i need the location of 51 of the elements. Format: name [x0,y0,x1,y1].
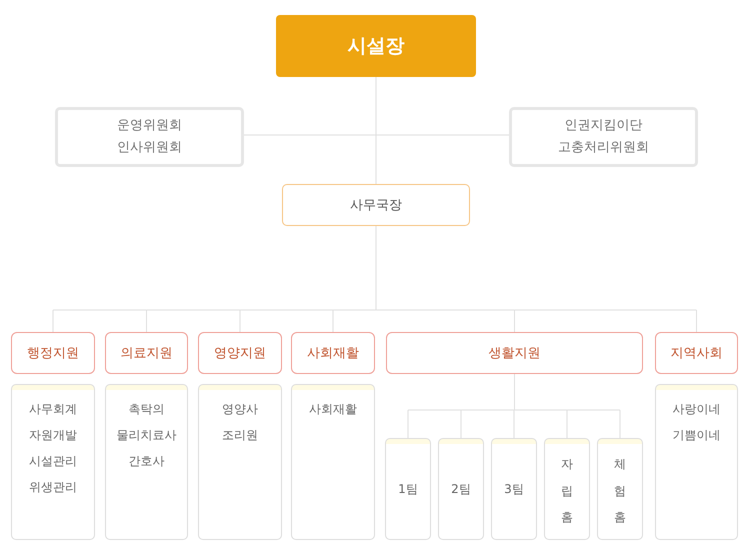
committee-box [509,107,698,167]
team-name: 2팀 [451,480,471,498]
department-name: 사회재활 [307,345,359,362]
staff-list-panel [198,384,282,540]
staff-list-panel [105,384,188,540]
role-title: 시설장 [348,34,404,59]
staff-role: 자원개발 [29,427,77,444]
chief-box [276,15,476,77]
staff-role: 기쁨이네 [672,427,720,444]
role-title: 사무국장 [350,197,402,214]
staff-role: 위생관리 [29,479,77,496]
department-box [655,332,738,374]
department-name: 영양지원 [214,345,266,362]
staff-role: 사회재활 [309,401,357,418]
staff-role: 간호사 [128,453,164,470]
staff-list-panel [291,384,375,540]
staff-role: 시설관리 [29,453,77,470]
team-box [438,438,484,540]
department-box [386,332,643,374]
connector-line [52,226,697,310]
team-box [491,438,537,540]
committee-box [55,107,244,167]
committee-name: 운영위원회 [117,117,182,135]
team-name: 1팀 [398,480,418,498]
staff-list-panel [655,384,738,540]
department-box [291,332,375,374]
staff-role: 영양사 [222,401,258,418]
team-box [544,438,590,540]
team-name: 3팀 [504,480,524,498]
connector-line [408,374,620,410]
team-box [597,438,643,540]
staff-role: 물리치료사 [116,427,176,444]
department-name: 의료지원 [120,345,172,362]
committee-name: 인권지킴이단 [564,117,642,135]
staff-role: 조리원 [222,427,258,444]
committee-name: 인사위원회 [117,139,182,157]
team-name: 자립홈 [561,456,573,526]
staff-role: 촉탁의 [128,401,164,418]
staff-role: 사무회계 [29,401,77,418]
staff-list-panel [11,384,95,540]
committee-name: 고충처리위원회 [558,139,649,157]
department-name: 행정지원 [27,345,79,362]
department-name: 지역사회 [670,345,722,362]
team-box [385,438,431,540]
department-name: 생활지원 [488,345,540,362]
department-box [105,332,188,374]
office-box [282,184,470,226]
department-box [198,332,282,374]
department-box [11,332,95,374]
staff-role: 사랑이네 [672,401,720,418]
team-name: 체험홈 [614,456,626,526]
